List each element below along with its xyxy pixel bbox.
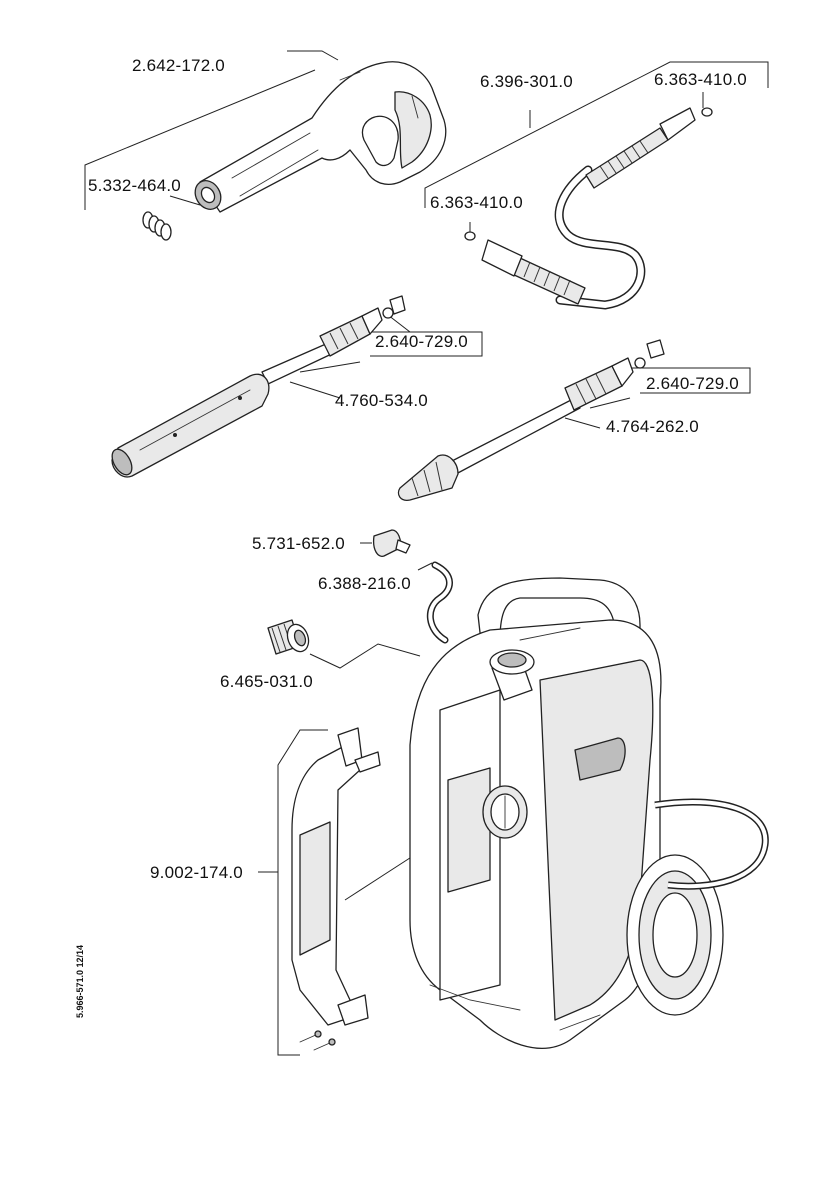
label-vario-lance: 4.760-534.0 (335, 391, 428, 410)
vario-lance-illustration (111, 295, 406, 478)
spring-illustration (142, 211, 172, 241)
front-panel-illustration (291, 727, 381, 1051)
label-suction-hose: 6.388-216.0 (318, 574, 411, 593)
label-oring-mid: 6.363-410.0 (430, 193, 523, 212)
document-number: 5.966-571.0 12/14 (75, 945, 85, 1018)
pressure-washer-body (409, 577, 769, 1049)
label-oring-top: 6.363-410.0 (654, 70, 747, 89)
label-vario-lance-nozzle: 2.640-729.0 (375, 332, 468, 351)
dirt-blaster-illustration (397, 339, 665, 501)
leader-lines (84, 50, 769, 1056)
label-hose: 6.396-301.0 (480, 72, 573, 91)
label-trigger-gun: 2.642-172.0 (132, 56, 225, 75)
suction-hose-illustration (427, 561, 453, 644)
label-front-panel: 9.002-174.0 (150, 863, 243, 882)
label-dirt-blaster-nozzle: 2.640-729.0 (646, 374, 739, 393)
detergent-filter-illustration (372, 529, 411, 557)
hose-illustration (464, 107, 713, 310)
label-spring: 5.332-464.0 (88, 176, 181, 195)
water-connection-illustration (267, 619, 310, 655)
trigger-gun-illustration (194, 61, 447, 213)
part-labels: 2.642-172.0 5.332-464.0 6.396-301.0 6.36… (88, 56, 747, 882)
label-water-connection: 6.465-031.0 (220, 672, 313, 691)
label-detergent-filter: 5.731-652.0 (252, 534, 345, 553)
label-dirt-blaster: 4.764-262.0 (606, 417, 699, 436)
